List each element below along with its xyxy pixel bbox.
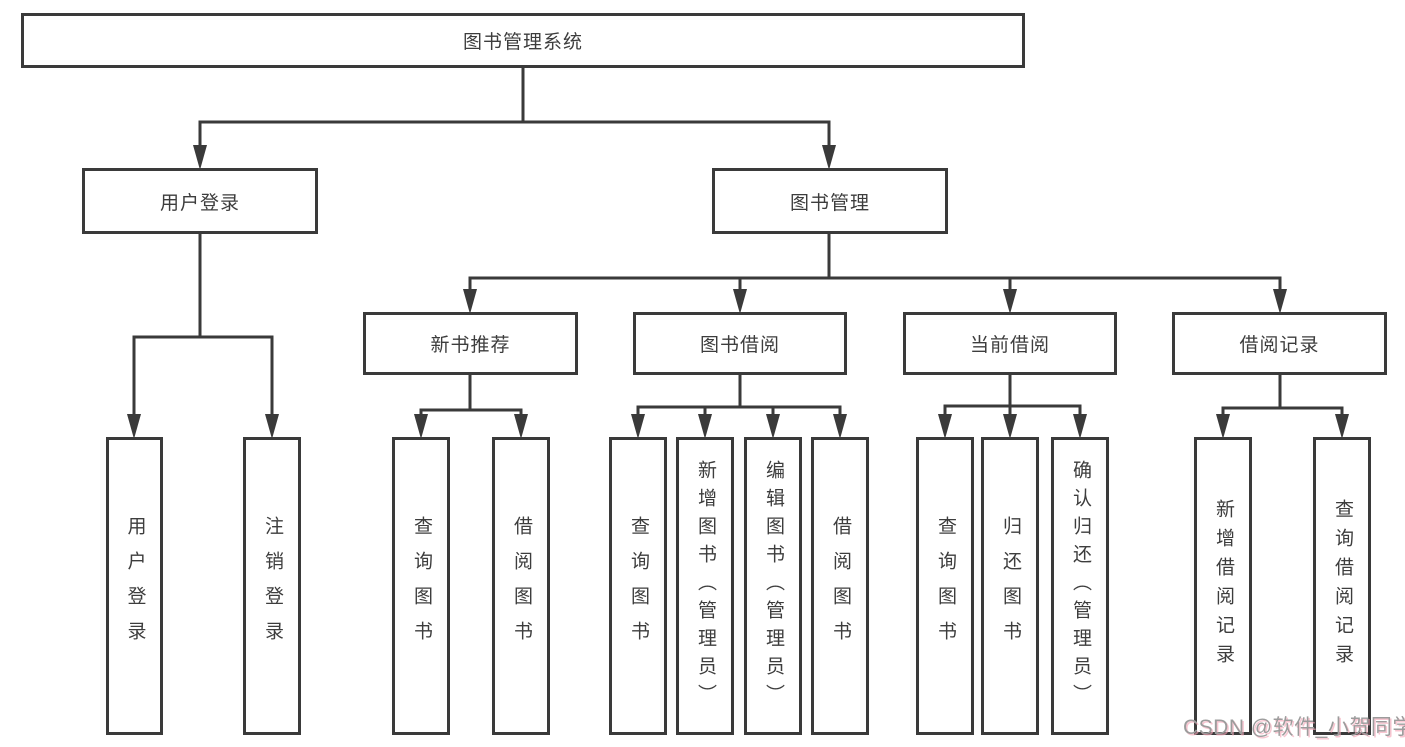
node-current-borrow-label: 当前借阅: [969, 335, 1050, 356]
leaf-user-login: 用户登录: [106, 437, 163, 735]
node-book-management-label: 图书管理: [789, 192, 870, 214]
leaf-edit-books-admin-label: 编辑图书（管理员）: [762, 460, 784, 712]
arrowheads: [127, 145, 1349, 439]
leaf-add-books-admin-label: 新增图书（管理员）: [694, 460, 716, 712]
leaf-search-borrow-record-label: 查询借阅记录: [1331, 499, 1353, 673]
node-new-book-recommend-label: 新书推荐: [430, 335, 511, 356]
root-node-label: 图书管理系统: [462, 32, 583, 53]
leaf-confirm-return-admin-label: 确认归还（管理员）: [1069, 460, 1091, 712]
leaf-user-login-label: 用户登录: [124, 516, 146, 656]
leaf-add-borrow-record-label: 新增借阅记录: [1212, 499, 1234, 673]
csdn-watermark: CSDN @软件_小贺同学: [1183, 716, 1405, 739]
leaf-return-books-label: 归还图书: [999, 516, 1021, 656]
leaf-logout-label: 注销登录: [261, 516, 283, 656]
leaf-search-books-borrow-label: 查询图书: [627, 516, 649, 656]
node-user-login-label: 用户登录: [159, 192, 240, 214]
leaf-search-books-newbooks: 查询图书: [392, 437, 450, 735]
leaf-add-books-admin: 新增图书（管理员）: [676, 437, 734, 735]
leaf-confirm-return-admin: 确认归还（管理员）: [1051, 437, 1109, 735]
node-book-borrow-label: 图书借阅: [699, 335, 780, 356]
leaf-search-books-current: 查询图书: [916, 437, 974, 735]
leaf-edit-books-admin: 编辑图书（管理员）: [744, 437, 802, 735]
node-book-borrow: 图书借阅: [633, 312, 847, 375]
root-node-library-system: 图书管理系统: [21, 13, 1025, 68]
leaf-search-borrow-record: 查询借阅记录: [1313, 437, 1371, 735]
node-new-book-recommend: 新书推荐: [363, 312, 578, 375]
leaf-borrow-books-label: 借阅图书: [829, 516, 851, 656]
node-current-borrow: 当前借阅: [903, 312, 1117, 375]
node-borrow-records: 借阅记录: [1172, 312, 1387, 375]
leaf-logout: 注销登录: [243, 437, 301, 735]
leaf-add-borrow-record: 新增借阅记录: [1194, 437, 1252, 735]
leaf-borrow-books: 借阅图书: [811, 437, 869, 735]
leaf-borrow-books-newbooks-label: 借阅图书: [510, 516, 532, 656]
node-borrow-records-label: 借阅记录: [1239, 335, 1320, 356]
leaf-search-books-current-label: 查询图书: [934, 516, 956, 656]
node-book-management: 图书管理: [712, 168, 948, 234]
leaf-return-books: 归还图书: [981, 437, 1039, 735]
leaf-search-books-borrow: 查询图书: [609, 437, 667, 735]
node-user-login: 用户登录: [82, 168, 318, 234]
leaf-search-books-newbooks-label: 查询图书: [410, 516, 432, 656]
leaf-borrow-books-newbooks: 借阅图书: [492, 437, 550, 735]
